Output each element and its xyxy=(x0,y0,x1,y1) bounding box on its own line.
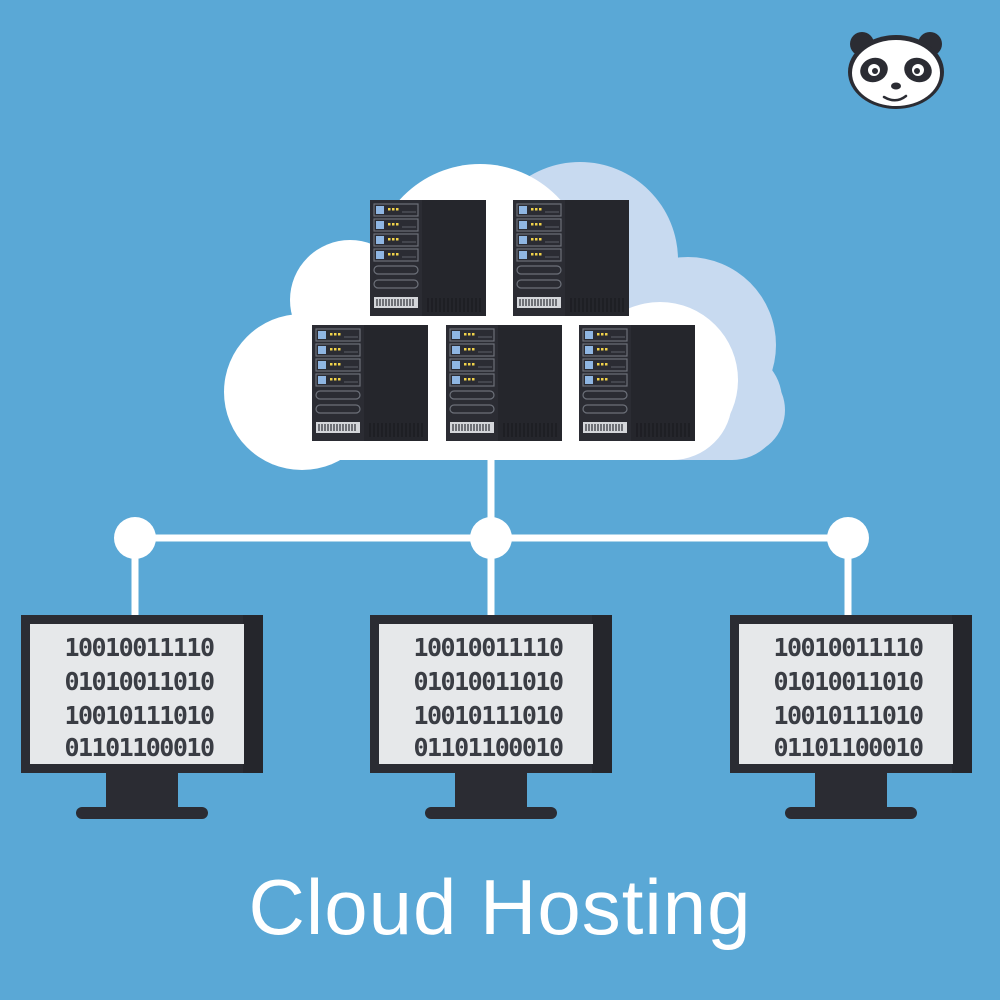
binary-line: 10010011110 xyxy=(64,633,214,662)
binary-line: 01010011010 xyxy=(773,667,923,696)
page-title: Cloud Hosting xyxy=(248,863,752,951)
binary-line: 01101100010 xyxy=(64,733,214,762)
network-node xyxy=(114,517,156,559)
network-node xyxy=(827,517,869,559)
server-rack xyxy=(369,199,487,317)
network-nodes xyxy=(114,517,869,559)
binary-line: 10010011110 xyxy=(413,633,563,662)
binary-line: 10010011110 xyxy=(773,633,923,662)
binary-line: 10010111010 xyxy=(773,701,923,730)
monitor: 10010011110 01010011010 10010111010 0110… xyxy=(370,615,612,819)
server-rack xyxy=(512,199,630,317)
binary-line: 01010011010 xyxy=(413,667,563,696)
monitor: 10010011110 01010011010 10010111010 0110… xyxy=(21,615,263,819)
server-rack xyxy=(578,324,696,442)
binary-line: 10010111010 xyxy=(64,701,214,730)
client-monitors: 10010011110 01010011010 10010111010 0110… xyxy=(21,615,972,819)
network-node xyxy=(470,517,512,559)
server-rack xyxy=(445,324,563,442)
binary-line: 10010111010 xyxy=(413,701,563,730)
server-rack xyxy=(311,324,429,442)
binary-line: 01101100010 xyxy=(773,733,923,762)
binary-line: 01010011010 xyxy=(64,667,214,696)
panda-icon xyxy=(848,32,944,109)
binary-line: 01101100010 xyxy=(413,733,563,762)
monitor: 10010011110 01010011010 10010111010 0110… xyxy=(730,615,972,819)
